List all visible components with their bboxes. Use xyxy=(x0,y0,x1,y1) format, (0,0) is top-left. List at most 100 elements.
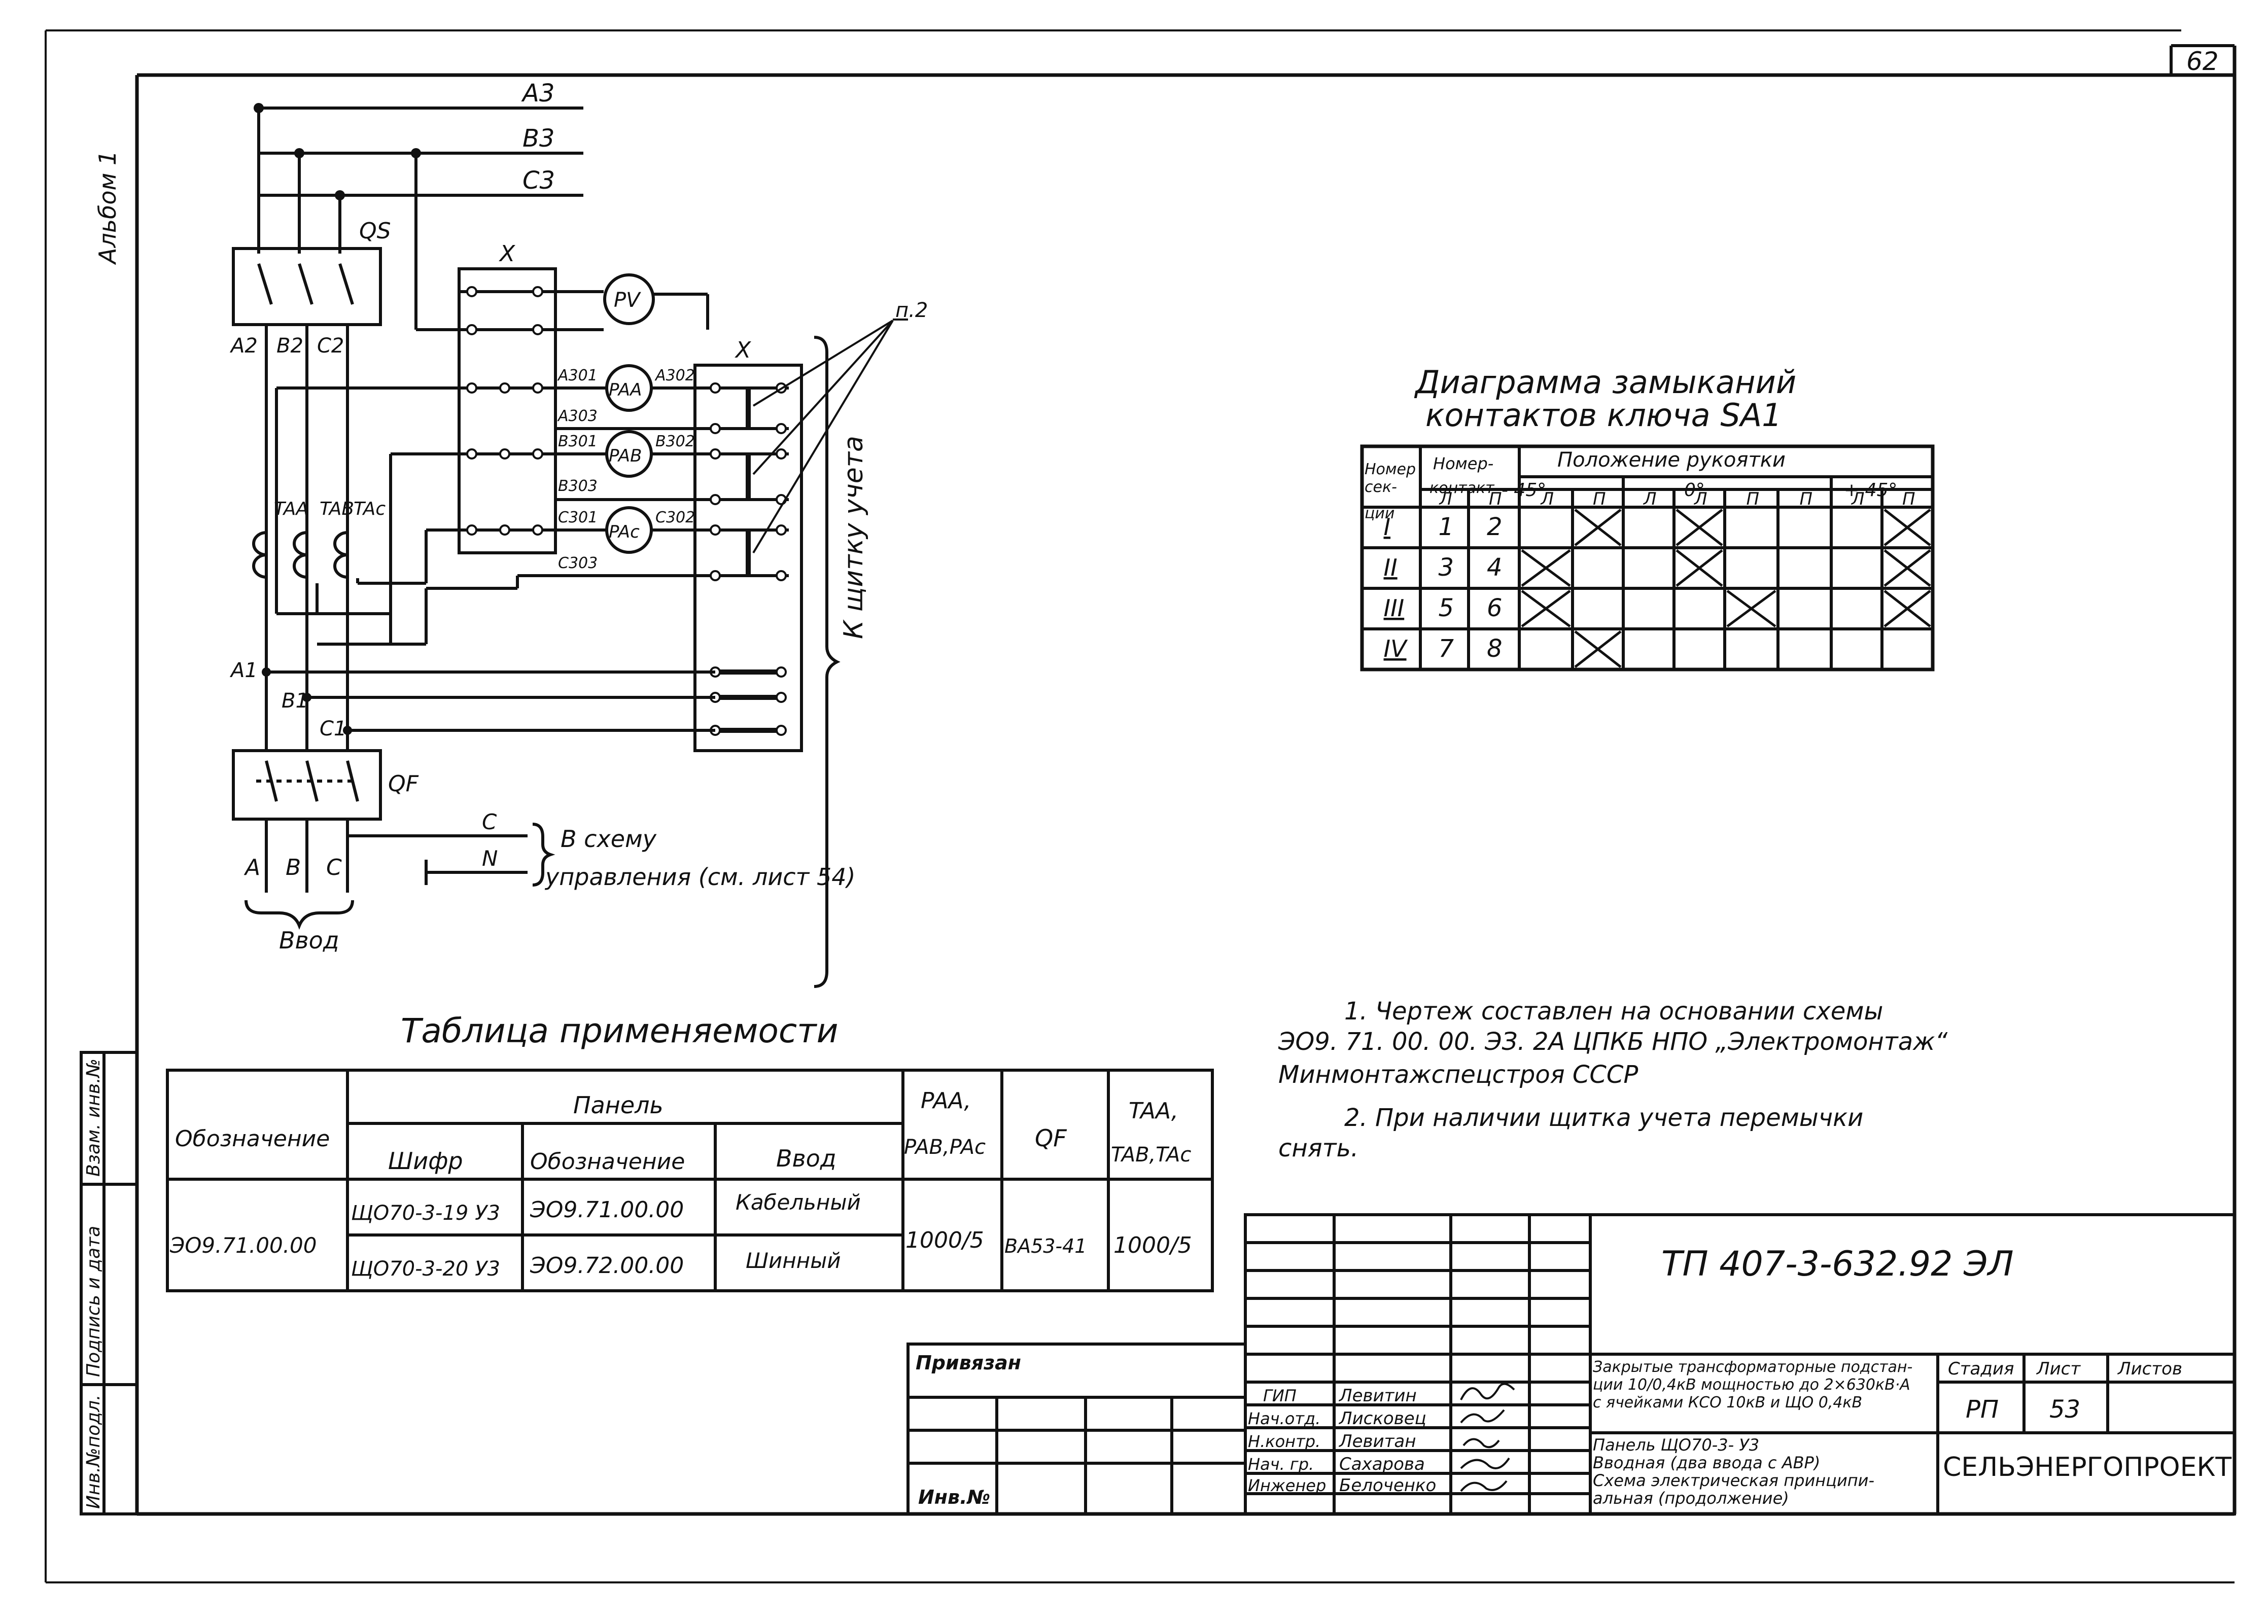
app-h-panel: Панель xyxy=(573,1091,664,1119)
side-stamp-sign-date: Подпись и дата xyxy=(83,1226,104,1377)
app-qf-value: ВА53-41 xyxy=(1004,1235,1087,1257)
app-h-pa-1: PAA, xyxy=(921,1088,971,1114)
line-c-label: C xyxy=(482,809,497,834)
applicability-title: Таблица применяемости xyxy=(401,1011,838,1050)
ct-row-contact-2: 6 xyxy=(1487,594,1503,622)
ta-b-label: TAB xyxy=(320,499,354,519)
note-2-line-1: 2. При наличии щитка учета перемычки xyxy=(1344,1104,1863,1132)
ct-position-minus45: - 45° xyxy=(1502,480,1546,501)
name-head-dept: Лисковец xyxy=(1338,1408,1426,1429)
qf-label: QF xyxy=(388,771,419,797)
ammeter-c-label: PAc xyxy=(609,522,640,542)
ct-hdr-contact-2: контакт xyxy=(1429,479,1495,497)
app-row1-input: Кабельный xyxy=(736,1190,861,1215)
terminal-x2-label: X xyxy=(735,337,751,363)
terminal-x1-label: X xyxy=(499,241,515,267)
name-head-group: Сахарова xyxy=(1339,1454,1425,1474)
node-a1-label: A1 xyxy=(229,659,258,682)
sheet-frame: 62 xyxy=(45,29,2237,1583)
sheet-number: 62 xyxy=(2186,47,2219,76)
note-1-line-3: Минмонтажспецстроя СССР xyxy=(1278,1061,1638,1089)
qs-label: QS xyxy=(359,218,391,244)
app-h-qf: QF xyxy=(1035,1124,1067,1152)
contact-diagram-title-2: контактов ключа SA1 xyxy=(1425,397,1782,434)
wire-b302: B302 xyxy=(655,433,695,450)
wire-c301: C301 xyxy=(558,509,598,526)
contact-diagram: Диаграмма замыканий контактов ключа SA1 … xyxy=(1360,364,1935,672)
ct-position-0: 0° xyxy=(1684,480,1705,501)
org-name: СЕЛЬЭНЕРГОПРОЕКТ xyxy=(1943,1452,2231,1482)
ammeter-row-a: PAA A301 A302 A303 xyxy=(276,364,741,430)
ct-closed-mark xyxy=(1521,589,1571,628)
ct-hdr-section-2: сек- xyxy=(1365,478,1397,496)
role-engineer: Инженер xyxy=(1248,1476,1326,1495)
ct-col-letter: Л xyxy=(1851,489,1865,509)
name-norm-control: Левитан xyxy=(1338,1431,1416,1452)
ct-hdr-section-1: Номер xyxy=(1365,461,1416,478)
ct-hdr-section-3: ции xyxy=(1365,505,1394,522)
app-designation: ЭО9.71.00.00 xyxy=(169,1233,317,1258)
ref-p2-label: п.2 xyxy=(895,299,928,322)
app-h-designation: Обозначение xyxy=(175,1126,330,1152)
bus-label-b: B3 xyxy=(522,124,554,153)
ct-col-letter: П xyxy=(1489,489,1502,509)
wire-c303: C303 xyxy=(558,554,598,572)
ct-row-section: II xyxy=(1384,554,1398,581)
ammeter-b-label: PAB xyxy=(609,446,642,466)
ct-row-contact-1: 1 xyxy=(1439,513,1454,541)
role-head-dept: Нач.отд. xyxy=(1248,1409,1320,1428)
ct-row-contact-2: 4 xyxy=(1487,553,1503,582)
app-pa-value: 1000/5 xyxy=(905,1227,984,1253)
ct-row-contact-2: 8 xyxy=(1487,634,1503,663)
app-row1-code: ЩО70-3-19 У3 xyxy=(351,1202,500,1225)
ct-col-letter: Л xyxy=(1540,489,1554,509)
ct-closed-mark xyxy=(1574,509,1622,546)
notes: 1. Чертеж составлен на основании схемы Э… xyxy=(1278,997,1948,1162)
to-control-line1: В схему xyxy=(561,825,657,853)
wire-a301: A301 xyxy=(557,367,598,384)
side-stamp: Взам. инв.№ Подпись и дата Инв.№подл. xyxy=(80,1051,138,1515)
desc-line-4: Панель ЩО70-3- У3 xyxy=(1593,1435,1759,1455)
ct-row-contact-1: 7 xyxy=(1439,634,1454,663)
role-norm-control: Н.контр. xyxy=(1248,1432,1320,1451)
app-row1-panel: ЭО9.71.00.00 xyxy=(530,1197,684,1223)
ct-closed-mark xyxy=(1574,630,1622,668)
ta-a-label: TAA xyxy=(274,499,308,519)
ct-closed-mark xyxy=(1521,549,1571,587)
tied-label: Привязан xyxy=(916,1352,1021,1374)
desc-line-6: Схема электрическая принципи- xyxy=(1593,1471,1874,1490)
wire-a303: A303 xyxy=(557,407,598,425)
title-block: Привязан Инв.№ ТП 407-3-632.92 ЭЛ ГИП На… xyxy=(906,1213,2236,1515)
ct-col-letter: Л xyxy=(1693,489,1707,509)
input-a-label: A xyxy=(243,855,260,880)
ct-row-section: I xyxy=(1384,513,1391,541)
ct-hdr-contact-1: Номер- xyxy=(1433,454,1493,473)
terminal-x2-jumpers xyxy=(708,382,789,736)
app-ta-value: 1000/5 xyxy=(1113,1232,1192,1258)
ct-row-contact-1: 5 xyxy=(1439,594,1454,622)
ct-row-contact-2: 2 xyxy=(1487,513,1503,541)
ammeter-row-b: PAB B301 B302 B303 xyxy=(391,430,741,501)
wire-b303: B303 xyxy=(558,477,598,495)
node-b1-label: B1 xyxy=(282,689,308,713)
wire-c302: C302 xyxy=(655,509,695,526)
signatures xyxy=(1460,1383,1515,1492)
input-c-label: C xyxy=(326,855,342,880)
inv-no-label: Инв.№ xyxy=(918,1486,990,1508)
desc-line-7: альная (продолжение) xyxy=(1593,1489,1789,1508)
ct-col-letter: П xyxy=(1800,489,1813,509)
node-c1-label: C1 xyxy=(320,717,346,740)
desc-line-3: с ячейками КСО 10кВ и ЩО 0,4кВ xyxy=(1593,1394,1862,1411)
stage-label: Стадия xyxy=(1948,1359,2014,1379)
app-row2-input: Шинный xyxy=(746,1248,841,1273)
ct-closed-mark xyxy=(1676,549,1723,587)
applicability-table: Таблица применяемости Обозначение Панель… xyxy=(166,1011,1214,1292)
ct-closed-mark xyxy=(1676,509,1723,546)
input-b-label: B xyxy=(286,855,301,880)
qs-b-label: B2 xyxy=(276,334,303,358)
doc-code: ТП 407-3-632.92 ЭЛ xyxy=(1661,1244,2014,1284)
app-h-input: Ввод xyxy=(776,1145,836,1172)
line-n-label: N xyxy=(482,846,498,871)
contact-diagram-title-1: Диаграмма замыканий xyxy=(1414,364,1796,401)
